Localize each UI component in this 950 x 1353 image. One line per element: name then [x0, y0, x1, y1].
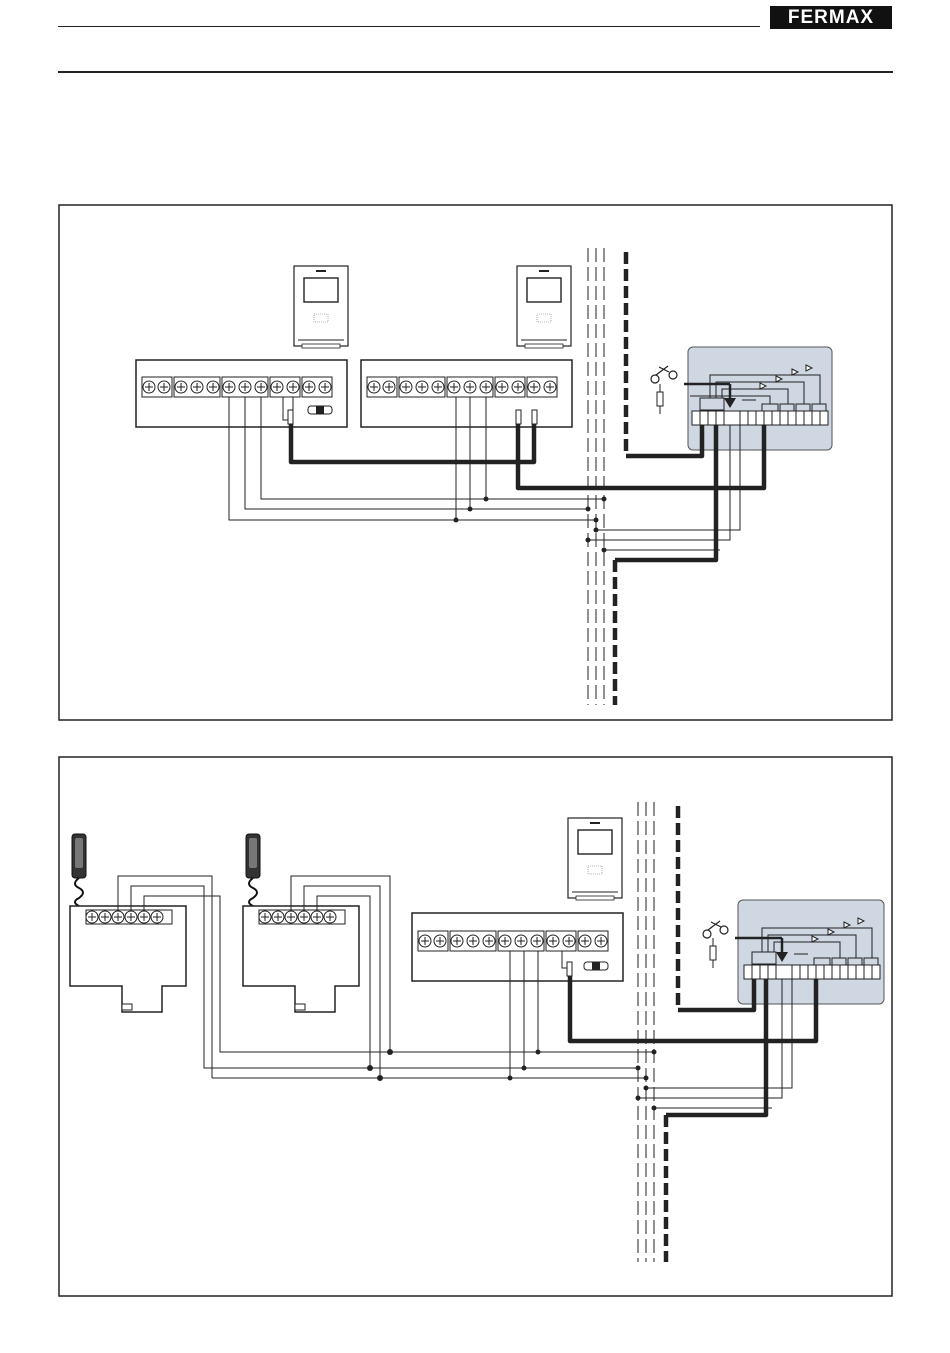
monitor-2-icon — [517, 266, 571, 348]
fermax-logo: FERMAX — [770, 6, 892, 29]
monitor-1-icon — [294, 266, 348, 348]
header-rule — [58, 26, 760, 27]
section-rule — [58, 71, 893, 73]
wiring-diagram-2 — [0, 752, 950, 1302]
wiring-diagram-1 — [0, 200, 950, 730]
monitor-3-icon — [568, 818, 622, 900]
power-supply-terminals — [692, 411, 828, 425]
terminal-strip-2 — [367, 377, 557, 397]
